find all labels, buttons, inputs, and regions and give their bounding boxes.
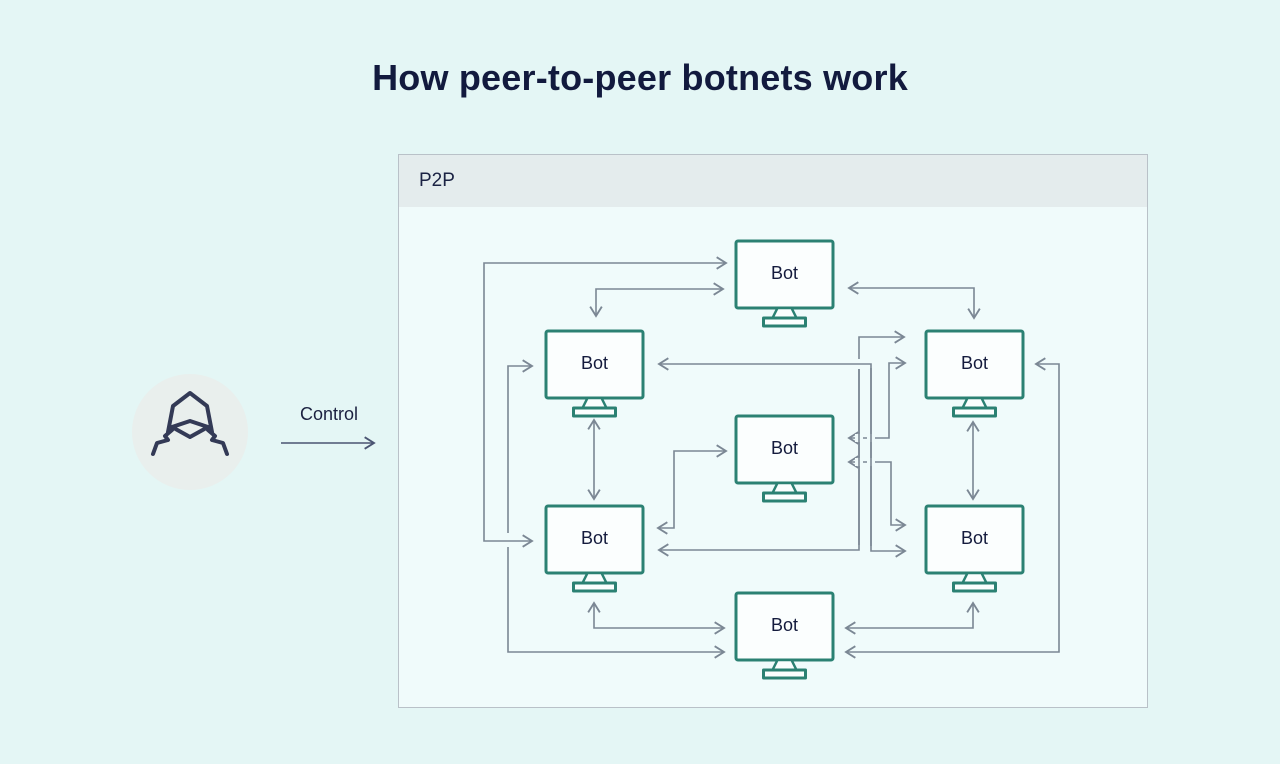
bot-monitor-middle-right bbox=[924, 329, 1025, 418]
right-arm bbox=[206, 428, 229, 456]
hood-face bbox=[170, 419, 210, 439]
connection-lowerright-bottom bbox=[844, 601, 980, 635]
p2p-panel: P2P bbox=[398, 154, 1148, 708]
bot-monitor-lower-right bbox=[924, 504, 1025, 593]
attacker-avatar bbox=[132, 374, 248, 490]
connection-middleleft-bottom bbox=[507, 359, 726, 659]
connection-center-lowerright bbox=[847, 455, 907, 532]
p2p-header: P2P bbox=[399, 155, 1147, 207]
connection-center-lowerleft bbox=[656, 444, 728, 535]
control-arrow bbox=[281, 436, 376, 450]
connection-lowerleft-bottom bbox=[587, 601, 726, 635]
hood-outline bbox=[166, 391, 214, 434]
connection-top-middleright bbox=[847, 281, 981, 320]
left-arm bbox=[151, 428, 174, 456]
bot-monitor-bottom bbox=[734, 591, 835, 680]
connection-top-middleleft bbox=[589, 282, 725, 318]
page-title: How peer-to-peer botnets work bbox=[372, 57, 908, 98]
bot-monitor-middle-left bbox=[544, 329, 645, 418]
botnet-network-diagram bbox=[483, 239, 1060, 680]
connection-middleright-bottom bbox=[844, 357, 1060, 659]
connection-center-middleright bbox=[847, 356, 907, 445]
bot-monitor-lower-left bbox=[544, 504, 645, 593]
bot-monitor-top bbox=[734, 239, 835, 328]
p2p-label: P2P bbox=[419, 170, 455, 191]
line-hop-gap bbox=[503, 533, 513, 547]
control-label: Control bbox=[299, 404, 359, 424]
bot-monitor-center bbox=[734, 414, 835, 503]
hacker-hood-icon bbox=[151, 391, 229, 456]
connection-top-lowerleft bbox=[483, 256, 728, 548]
